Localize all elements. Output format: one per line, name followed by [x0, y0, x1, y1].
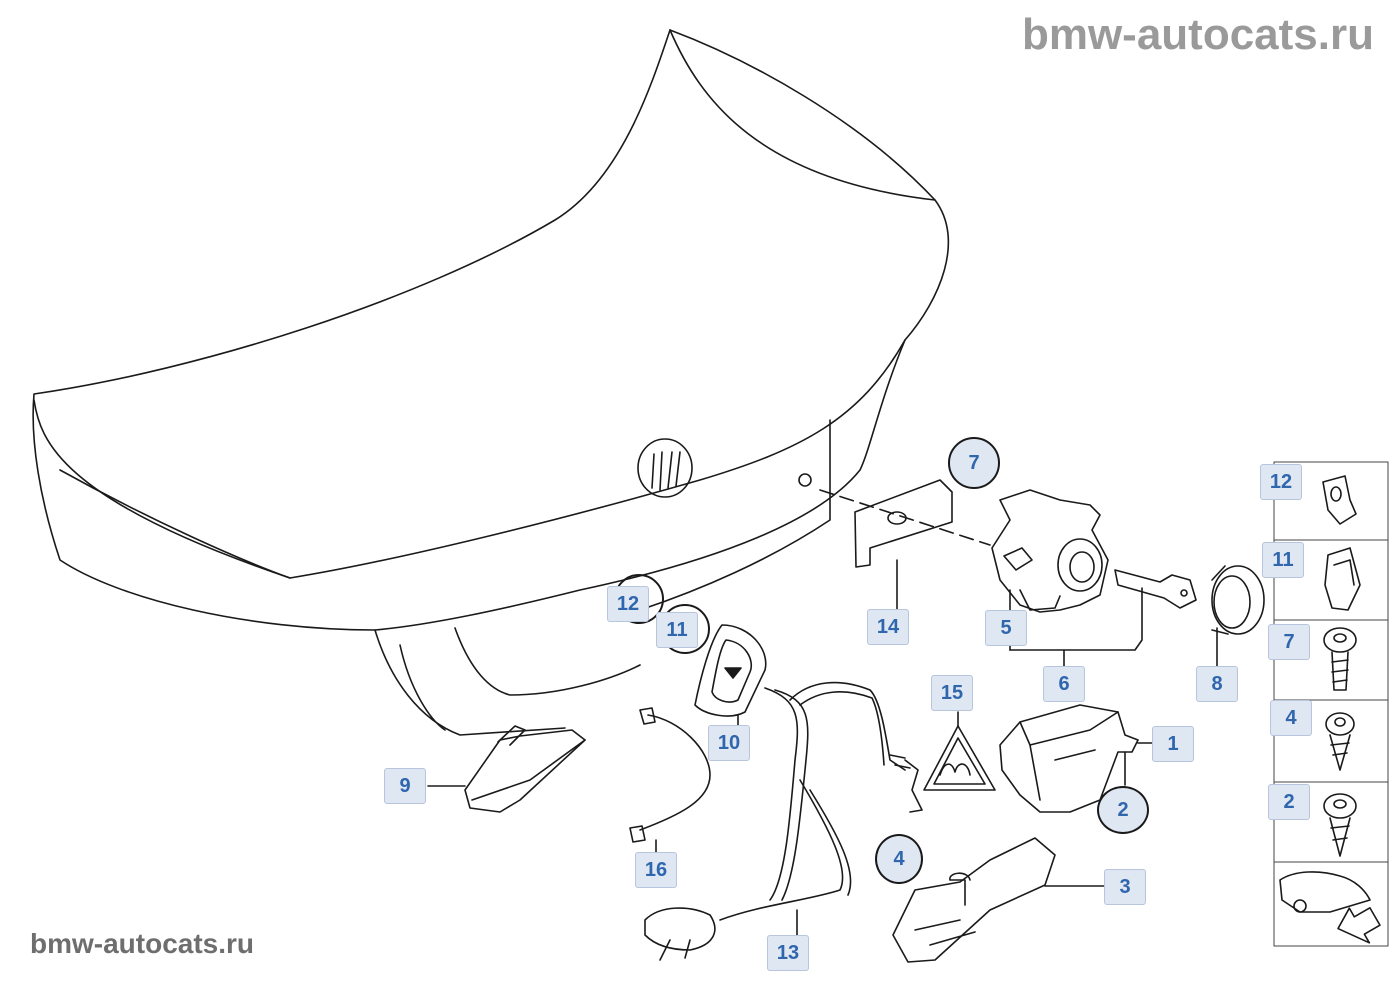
- callout-label: 2: [1283, 790, 1295, 813]
- callout-label: 3: [1119, 875, 1131, 898]
- latch-1: [1000, 705, 1152, 812]
- callout-6[interactable]: 6: [1043, 666, 1085, 702]
- legend-callout-12[interactable]: 12: [1260, 464, 1302, 500]
- trunk-lid: [33, 30, 990, 735]
- callout-14[interactable]: 14: [867, 609, 909, 645]
- callout-label: 4: [1285, 706, 1297, 729]
- callout-7-ring[interactable]: 7: [948, 437, 1000, 489]
- callout-label: 11: [1272, 548, 1294, 571]
- callout-13[interactable]: 13: [767, 935, 809, 971]
- callout-3[interactable]: 3: [1104, 869, 1146, 905]
- legend-callout-2[interactable]: 2: [1268, 784, 1310, 820]
- callout-8[interactable]: 8: [1196, 666, 1238, 702]
- cover-3: [893, 838, 1104, 962]
- callout-label: 12: [616, 592, 640, 615]
- callout-5[interactable]: 5: [985, 610, 1027, 646]
- callout-label: 11: [666, 618, 688, 641]
- callout-label: 5: [1000, 616, 1012, 639]
- callout-label: 14: [876, 615, 900, 638]
- key: [1010, 570, 1196, 666]
- watermark-bottom: bmw-autocats.ru: [30, 928, 255, 959]
- callout-label: 10: [717, 731, 741, 754]
- callout-11[interactable]: 11: [656, 612, 698, 648]
- callout-label: 8: [1211, 672, 1223, 695]
- callout-label: 1: [1167, 732, 1179, 755]
- callout-label: 16: [644, 858, 668, 881]
- legend-callout-7[interactable]: 7: [1268, 624, 1310, 660]
- callout-4-ring[interactable]: 4: [875, 834, 923, 884]
- callout-10[interactable]: 10: [708, 725, 750, 761]
- callout-label: 7: [968, 451, 980, 474]
- legend-callout-4[interactable]: 4: [1270, 700, 1312, 736]
- callout-1[interactable]: 1: [1152, 726, 1194, 762]
- callout-15[interactable]: 15: [931, 675, 973, 711]
- callout-label: 15: [940, 681, 964, 704]
- bracket-plate-14: [855, 480, 952, 615]
- cable-16: [630, 708, 710, 852]
- callout-label: 9: [399, 774, 411, 797]
- warning-triangle-15: [924, 712, 995, 790]
- callout-label: 7: [1283, 630, 1295, 653]
- legend-callout-11[interactable]: 11: [1262, 542, 1304, 578]
- ring-8: [1212, 566, 1264, 666]
- callout-label: 13: [776, 941, 800, 964]
- lamp-9: [428, 726, 585, 812]
- callout-9[interactable]: 9: [384, 768, 426, 804]
- wiring-harness-13: [645, 683, 922, 960]
- callout-label: 4: [893, 847, 905, 870]
- callout-16[interactable]: 16: [635, 852, 677, 888]
- callout-2-ring[interactable]: 2: [1097, 786, 1149, 834]
- callout-label: 12: [1269, 470, 1293, 493]
- callout-12[interactable]: 12: [607, 586, 649, 622]
- handle-10: [695, 625, 766, 725]
- callout-label: 6: [1058, 672, 1070, 695]
- callout-label: 2: [1117, 798, 1129, 821]
- watermark-top: bmw-autocats.ru: [1021, 10, 1374, 59]
